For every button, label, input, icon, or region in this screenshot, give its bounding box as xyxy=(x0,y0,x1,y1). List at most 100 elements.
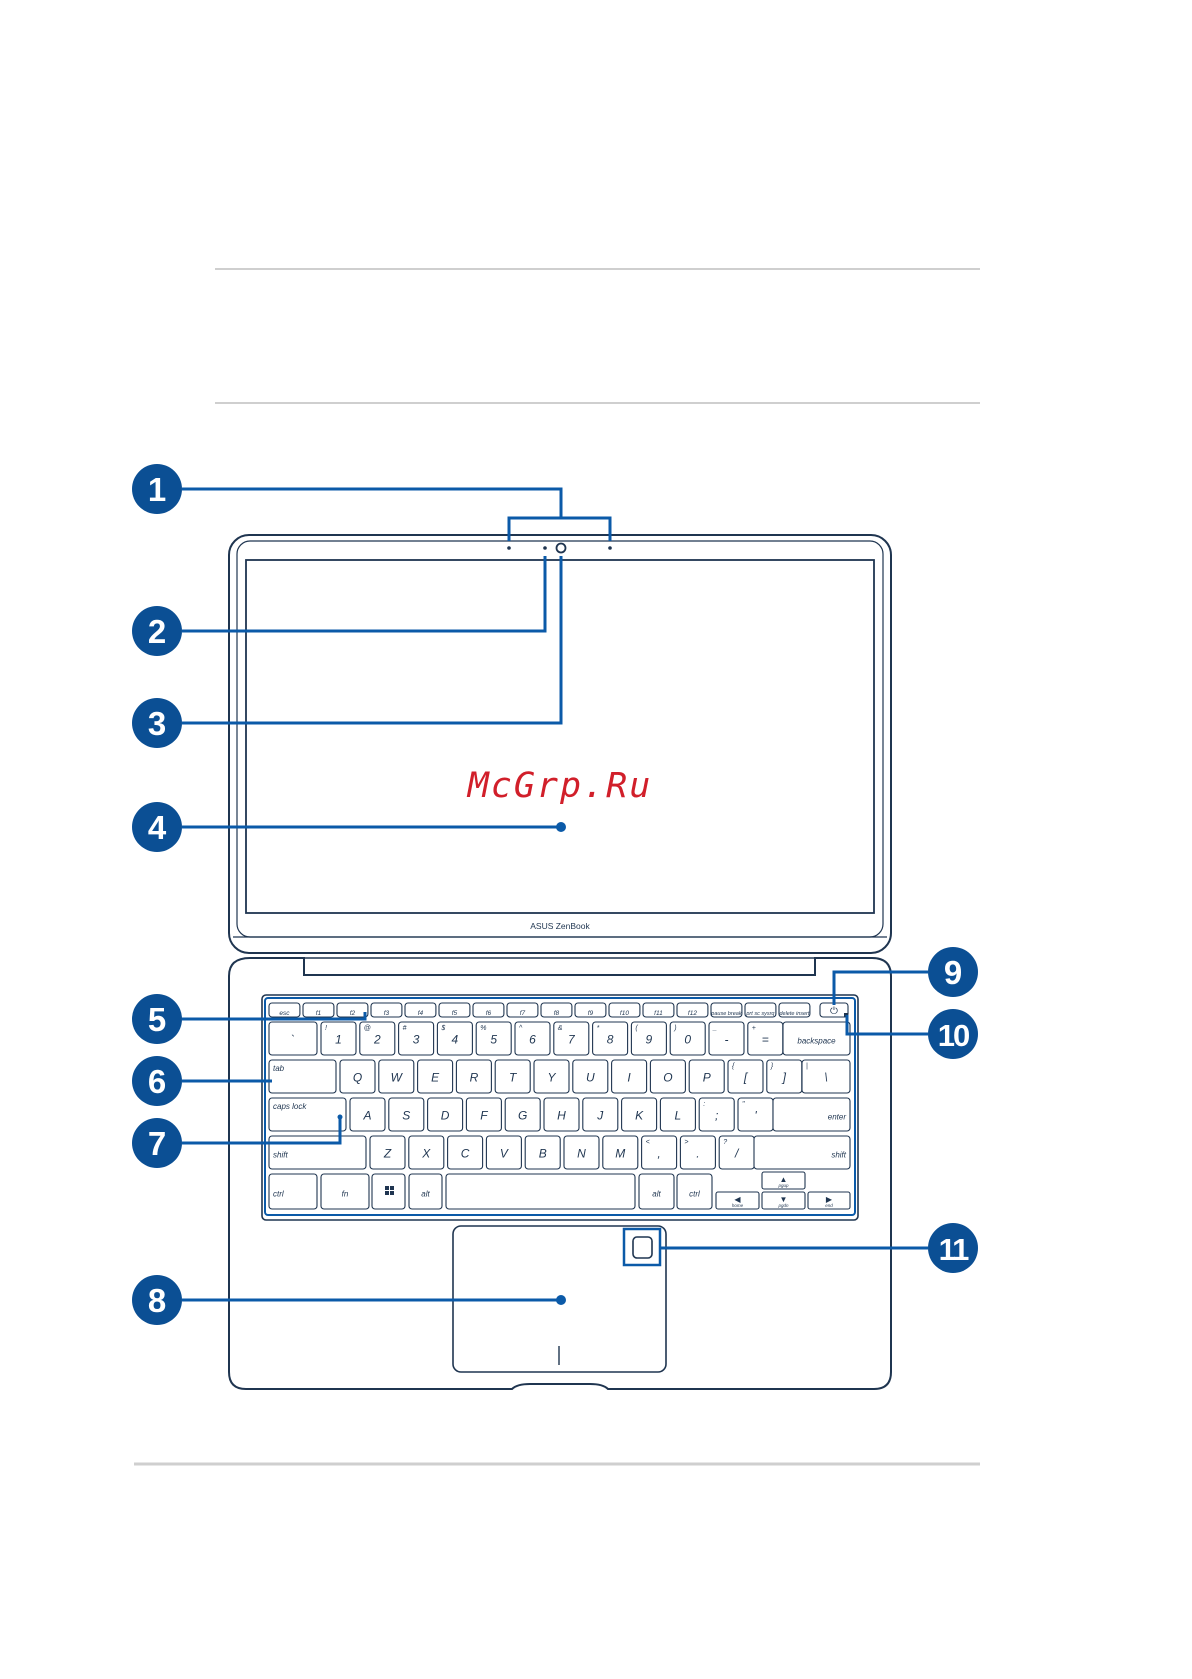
key-enter[interactable]: enter xyxy=(772,1097,851,1132)
svg-text:S: S xyxy=(402,1109,410,1123)
key-caps-lock[interactable]: caps lock xyxy=(268,1097,347,1132)
key-top-10[interactable]: P xyxy=(688,1059,725,1094)
key-home-9[interactable]: L xyxy=(659,1097,696,1132)
key-top-2[interactable]: W xyxy=(378,1059,415,1094)
fn-key-4[interactable]: f4 xyxy=(404,1002,437,1018)
key-shift-right[interactable]: shift xyxy=(753,1135,851,1170)
key-3[interactable]: 3# xyxy=(398,1021,435,1056)
key-home-4[interactable]: F xyxy=(465,1097,502,1132)
fn-key-1[interactable]: f1 xyxy=(302,1002,335,1018)
key-backslash[interactable]: \| xyxy=(801,1059,851,1094)
key-6[interactable]: 6^ xyxy=(514,1021,551,1056)
svg-text:\: \ xyxy=(824,1071,827,1085)
key-7[interactable]: 7& xyxy=(553,1021,590,1056)
fn-key-12[interactable]: f12 xyxy=(676,1002,709,1018)
fn-key-5[interactable]: f5 xyxy=(438,1002,471,1018)
fn-key-9[interactable]: f9 xyxy=(574,1002,607,1018)
key-space[interactable] xyxy=(445,1173,636,1210)
key-bottom-3[interactable]: C xyxy=(447,1135,484,1170)
power-button[interactable]: ⏻ xyxy=(819,1002,849,1018)
svg-text:!: ! xyxy=(325,1025,327,1032)
key-5[interactable]: 5% xyxy=(475,1021,512,1056)
key-top-5[interactable]: T xyxy=(494,1059,531,1094)
key-home-2[interactable]: S xyxy=(388,1097,425,1132)
key-fn[interactable]: fn xyxy=(320,1173,370,1210)
key-top-9[interactable]: O xyxy=(649,1059,686,1094)
arrow-down-key[interactable]: ▼pgdn xyxy=(761,1191,806,1210)
key-top-4[interactable]: R xyxy=(455,1059,492,1094)
svg-text:4: 4 xyxy=(148,809,167,846)
key-home-7[interactable]: J xyxy=(582,1097,619,1132)
svg-text:+: + xyxy=(752,1025,756,1032)
svg-text:f6: f6 xyxy=(486,1010,492,1017)
leader-7 xyxy=(182,1118,342,1145)
key-bottom-9[interactable]: .> xyxy=(679,1135,716,1170)
key-top-12[interactable]: ]} xyxy=(766,1059,803,1094)
key-bottom-10[interactable]: /? xyxy=(718,1135,755,1170)
arrow-up-key[interactable]: ▲pgup xyxy=(761,1171,806,1190)
key-bottom-8[interactable]: ,< xyxy=(641,1135,678,1170)
fn-key-7[interactable]: f7 xyxy=(506,1002,539,1018)
key-1[interactable]: 1! xyxy=(320,1021,357,1056)
key-top-7[interactable]: U xyxy=(572,1059,609,1094)
key-11[interactable]: -_ xyxy=(708,1021,745,1056)
key-bottom-1[interactable]: Z xyxy=(369,1135,406,1170)
key-top-8[interactable]: I xyxy=(611,1059,648,1094)
key-bottom-6[interactable]: N xyxy=(563,1135,600,1170)
arrow-left-key[interactable]: ◀home xyxy=(715,1191,760,1210)
svg-text:6: 6 xyxy=(148,1063,166,1100)
key-8[interactable]: 8* xyxy=(592,1021,629,1056)
fn-key-13[interactable]: pause break xyxy=(710,1002,743,1018)
key-home-3[interactable]: D xyxy=(427,1097,464,1132)
svg-text:0: 0 xyxy=(684,1033,691,1047)
key-backtick[interactable]: ` xyxy=(268,1021,318,1056)
svg-text:caps lock: caps lock xyxy=(273,1102,307,1111)
leader-5 xyxy=(182,1012,367,1021)
camera xyxy=(555,542,567,554)
key-home-1[interactable]: A xyxy=(349,1097,386,1132)
key-shift-left[interactable]: shift xyxy=(268,1135,367,1170)
key-top-6[interactable]: Y xyxy=(533,1059,570,1094)
key-bottom-4[interactable]: V xyxy=(485,1135,522,1170)
svg-text:|: | xyxy=(806,1063,808,1070)
fingerprint-sensor[interactable] xyxy=(632,1236,653,1259)
fn-key-0[interactable]: esc xyxy=(268,1002,301,1018)
key-home-5[interactable]: G xyxy=(504,1097,541,1132)
key-tab[interactable]: tab xyxy=(268,1059,337,1094)
key-alt-left[interactable]: alt xyxy=(408,1173,443,1210)
arrow-right-key[interactable]: ▶end xyxy=(807,1191,851,1210)
fn-key-14[interactable]: prt sc sysrq xyxy=(744,1002,777,1018)
key-bottom-5[interactable]: B xyxy=(524,1135,561,1170)
svg-text:f10: f10 xyxy=(620,1010,629,1017)
fn-key-11[interactable]: f11 xyxy=(642,1002,675,1018)
fn-key-10[interactable]: f10 xyxy=(608,1002,641,1018)
arrow-up-key-icon: ▲ xyxy=(780,1175,788,1184)
key-10[interactable]: 0) xyxy=(669,1021,706,1056)
key-top-1[interactable]: Q xyxy=(339,1059,376,1094)
key-home-8[interactable]: K xyxy=(621,1097,658,1132)
callout-1: 1 xyxy=(132,464,182,514)
fn-key-6[interactable]: f6 xyxy=(472,1002,505,1018)
key-bottom-7[interactable]: M xyxy=(602,1135,639,1170)
key-ctrl-right[interactable]: ctrl xyxy=(676,1173,713,1210)
microphone-right xyxy=(608,546,612,550)
key-home-6[interactable]: H xyxy=(543,1097,580,1132)
key-home-11[interactable]: '" xyxy=(737,1097,774,1132)
svg-text:<: < xyxy=(646,1139,650,1146)
key-4[interactable]: 4$ xyxy=(436,1021,473,1056)
key-2[interactable]: 2@ xyxy=(359,1021,396,1056)
fn-key-8[interactable]: f8 xyxy=(540,1002,573,1018)
key-12[interactable]: =+ xyxy=(747,1021,784,1056)
fn-key-3[interactable]: f3 xyxy=(370,1002,403,1018)
key-top-11[interactable]: [{ xyxy=(727,1059,764,1094)
svg-text:?: ? xyxy=(723,1139,727,1146)
key-backspace[interactable]: backspace xyxy=(782,1021,851,1056)
key-top-3[interactable]: E xyxy=(417,1059,454,1094)
fn-key-2[interactable]: f2 xyxy=(336,1002,369,1018)
key-9[interactable]: 9( xyxy=(630,1021,667,1056)
fn-key-15[interactable]: delete insert xyxy=(778,1002,811,1018)
key-ctrl-left[interactable]: ctrl xyxy=(268,1173,318,1210)
key-home-10[interactable]: ;: xyxy=(698,1097,735,1132)
key-bottom-2[interactable]: X xyxy=(408,1135,445,1170)
key-alt-right[interactable]: alt xyxy=(638,1173,675,1210)
